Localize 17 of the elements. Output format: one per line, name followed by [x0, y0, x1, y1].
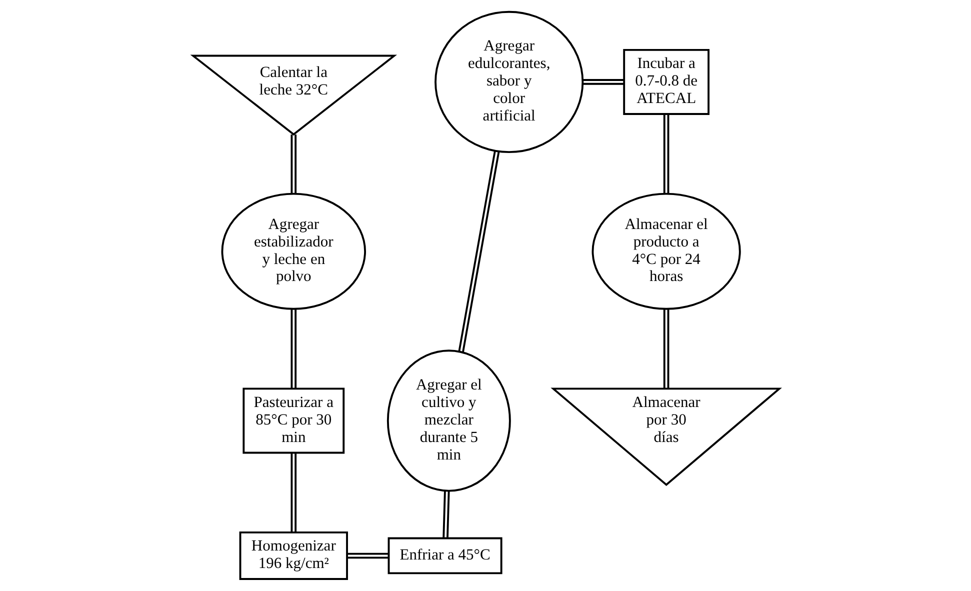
node-ellipse: Agregar el cultivo y mezclar durante 5 min	[386, 350, 510, 492]
connector	[290, 452, 296, 532]
connector	[662, 114, 669, 194]
node-ellipse: Almacenar el producto a 4°C por 24 horas	[591, 192, 740, 310]
connector	[290, 134, 296, 194]
connector	[662, 309, 669, 388]
node-box: Homogenizar 196 kg/cm²	[238, 531, 348, 580]
node-box: Incubar a 0.7-0.8 de ATECAL	[622, 48, 709, 115]
connector	[582, 79, 624, 85]
connector	[442, 490, 450, 538]
node-ellipse: Agregar estabilizador y leche en polvo	[220, 192, 366, 310]
node-box: Pasteurizar a 85°C por 30 min	[242, 388, 344, 454]
node-box: Enfriar a 45°C	[387, 537, 502, 574]
connector	[290, 309, 296, 388]
connector	[346, 552, 388, 559]
node-circle: Agregar edulcorantes, sabor y color artificial	[434, 10, 584, 154]
connector	[458, 150, 500, 352]
